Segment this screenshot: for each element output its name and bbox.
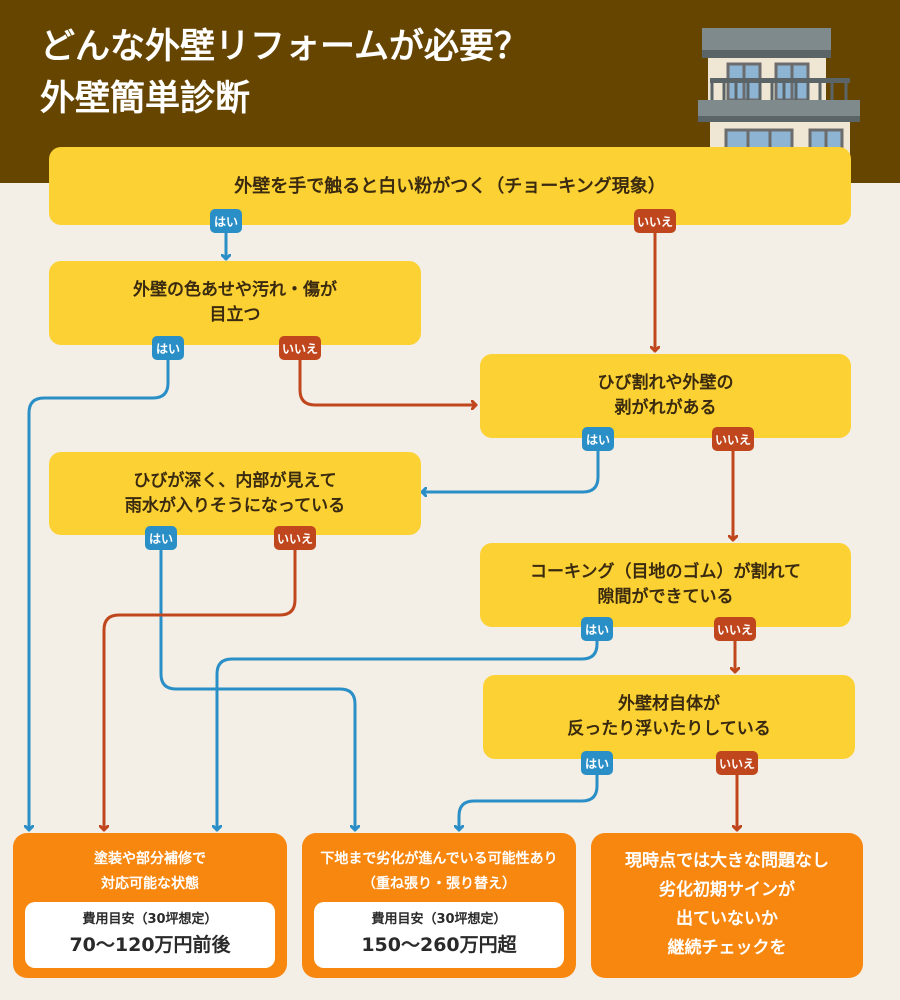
answer-yes-tag: はい (582, 427, 614, 451)
page-title: どんな外壁リフォームが必要？ (40, 27, 529, 67)
question-text-line2: 隙間ができている (597, 587, 734, 607)
connector-q3-yes (420, 449, 600, 492)
cost-value: 70〜120万円前後 (69, 934, 231, 956)
cost-estimate-box: 費用目安（30坪想定） 70〜120万円前後 (25, 902, 275, 968)
connector-q2-no (298, 358, 478, 405)
result-text-line3: 出ていないか (676, 909, 778, 929)
result-text-line1: 下地まで劣化が進んでいる可能性あり (320, 851, 558, 867)
question-text-line1: 外壁材自体が (618, 694, 720, 714)
answer-yes-tag: はい (581, 617, 613, 641)
cost-label: 費用目安（30坪想定） (82, 912, 218, 927)
answer-yes-tag: はい (581, 751, 613, 775)
result-siding-replacement: 下地まで劣化が進んでいる可能性あり （重ね張り・張り替え） 費用目安（30坪想定… (302, 833, 576, 978)
connector-q4-yes (159, 548, 355, 832)
answer-no-tag: いいえ (714, 617, 756, 641)
answer-no-tag: いいえ (634, 209, 676, 233)
answer-no-tag: いいえ (716, 751, 758, 775)
result-text-line2: （重ね張り・張り替え） (362, 876, 516, 892)
question-text-line1: ひび割れや外壁の (597, 373, 734, 393)
result-paint-repair: 塗装や部分補修で 対応可能な状態 費用目安（30坪想定） 70〜120万円前後 (13, 833, 287, 978)
answer-no-tag: いいえ (279, 336, 321, 360)
answer-no-tag: いいえ (274, 526, 316, 550)
question-deep-cracks: ひびが深く、内部が見えて 雨水が入りそうになっている (49, 452, 421, 535)
result-text-line2: 対応可能な状態 (101, 876, 199, 892)
question-text-line1: コーキング（目地のゴム）が割れて (530, 562, 801, 582)
answer-yes-tag: はい (145, 526, 177, 550)
question-text: 外壁を手で触ると白い粉がつく（チョーキング現象） (234, 175, 666, 197)
answer-no-tag: いいえ (712, 427, 754, 451)
question-chalking: 外壁を手で触ると白い粉がつく（チョーキング現象） (49, 147, 851, 225)
question-cracks: ひび割れや外壁の 剥がれがある (480, 354, 851, 438)
question-discoloration: 外壁の色あせや汚れ・傷が 目立つ (49, 261, 421, 345)
question-text-line2: 剥がれがある (614, 398, 717, 418)
cost-label: 費用目安（30坪想定） (371, 912, 507, 927)
answer-yes-tag: はい (152, 336, 184, 360)
result-no-problem: 現時点では大きな問題なし 劣化初期サインが 出ていないか 継続チェックを (591, 833, 863, 978)
result-text-line4: 継続チェックを (667, 938, 787, 958)
question-text-line2: 反ったり浮いたりしている (567, 719, 771, 739)
question-text-line1: 外壁の色あせや汚れ・傷が (133, 280, 337, 300)
question-caulking: コーキング（目地のゴム）が割れて 隙間ができている (480, 543, 851, 627)
result-text-line2-main: 劣化初期サイン (659, 880, 778, 900)
result-text-line1: 現時点では大きな問題なし (625, 851, 829, 871)
question-text-line2: 目立つ (209, 305, 261, 325)
answer-yes-tag: はい (210, 209, 242, 233)
result-text-line2: 劣化初期サインが (591, 876, 863, 905)
question-warping: 外壁材自体が 反ったり浮いたりしている (483, 675, 855, 759)
cost-estimate-box: 費用目安（30坪想定） 150〜260万円超 (314, 902, 564, 968)
question-text-line2: 雨水が入りそうになっている (124, 495, 346, 516)
page-subtitle: 外壁簡単診断 (40, 79, 251, 119)
connector-q4-no (104, 548, 297, 832)
question-text-line1: ひびが深く、内部が見えて (133, 470, 337, 491)
connector-q6-yes (459, 773, 599, 832)
result-text-line1: 塗装や部分補修で (94, 851, 206, 867)
cost-value: 150〜260万円超 (361, 934, 517, 956)
result-text-line2-particle: が (778, 880, 795, 900)
connector-q2-yes (29, 358, 170, 832)
